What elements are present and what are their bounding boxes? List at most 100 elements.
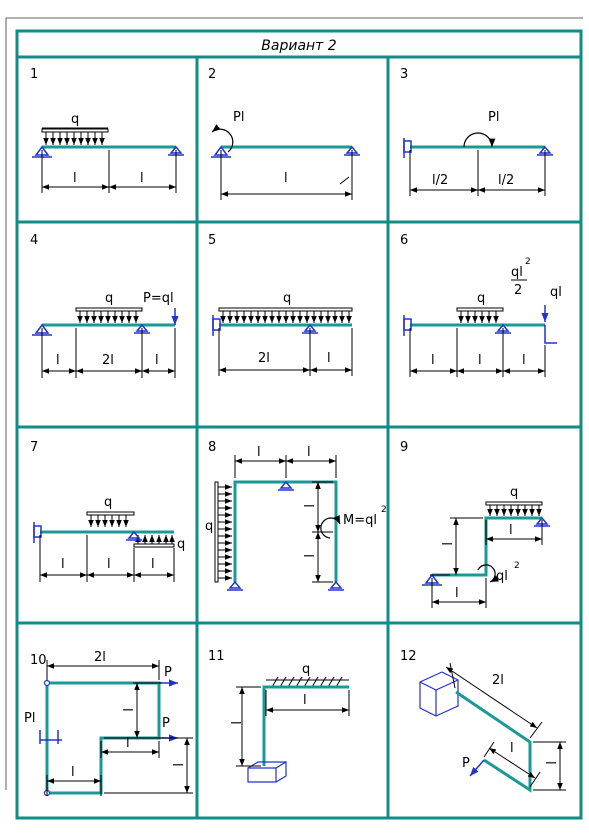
load-label: q	[477, 291, 485, 306]
scheme-number: 9	[400, 440, 408, 455]
dim-label: l	[227, 721, 242, 725]
load-label: q	[302, 662, 310, 677]
superscript: 2	[381, 505, 387, 515]
distributed-load	[41, 127, 109, 133]
fixed-support	[33, 522, 142, 543]
scheme-number: 10	[30, 653, 47, 668]
moment-label: M=ql	[343, 513, 377, 528]
frame-structure	[455, 690, 532, 793]
dimension	[409, 150, 546, 196]
dim-label: l	[284, 171, 288, 186]
force-label: P	[462, 756, 470, 771]
moment-label: ql	[496, 569, 508, 584]
dimension	[46, 682, 193, 796]
dim-label: l	[126, 736, 130, 751]
superscript: 2	[525, 257, 531, 267]
load-label: q	[205, 519, 213, 534]
dim-label: l	[522, 353, 526, 368]
scheme-number: 3	[400, 67, 408, 82]
load-label: q	[177, 537, 185, 552]
moment-arrow	[463, 132, 496, 148]
scheme-9: 9 q l l ql 2 l	[400, 440, 550, 608]
dimension	[41, 150, 177, 193]
dim-label: l	[151, 557, 155, 572]
dimension	[41, 328, 176, 378]
moment-label: ql	[511, 265, 523, 280]
force-label: ql	[550, 285, 562, 300]
dim-label: l	[73, 171, 77, 186]
scheme-8: 8 l l q l l M=ql 2	[205, 440, 387, 591]
frame-structure	[262, 685, 349, 766]
superscript: 2	[514, 561, 520, 571]
scheme-3: 3 Pl l/2 l/2	[400, 67, 553, 196]
scheme-2: 2 Pl l	[208, 67, 360, 200]
dim-label: 2l	[258, 351, 270, 366]
dim-label: l	[478, 353, 482, 368]
dimension	[409, 328, 546, 377]
dim-label: l	[155, 353, 159, 368]
scheme-12: 12 P 2l l l	[400, 649, 566, 793]
dim-label: l	[300, 504, 315, 508]
dimension	[445, 662, 566, 791]
scheme-number: 12	[400, 649, 417, 664]
denominator: 2	[514, 283, 522, 298]
dim-label: l	[257, 445, 261, 460]
frame-structure	[432, 516, 542, 577]
dimension	[39, 535, 175, 582]
dim-label: l	[61, 557, 65, 572]
moment-arrow	[39, 730, 62, 744]
scheme-number: 4	[30, 233, 38, 248]
fixed-support	[247, 760, 287, 783]
load-label: q	[510, 485, 518, 500]
dim-label: 2l	[492, 673, 504, 688]
scheme-7: 7 q q l l l	[30, 440, 185, 582]
dim-label: l	[431, 353, 435, 368]
moment-arrow	[320, 514, 341, 539]
dim-label: 2l	[102, 353, 114, 368]
scheme-number: 5	[208, 233, 216, 248]
dim-label: l	[455, 586, 459, 601]
moment-label: Pl	[233, 110, 244, 125]
dim-label: l	[307, 445, 311, 460]
variant-title: Вариант 2	[261, 38, 337, 54]
load-label: q	[105, 291, 113, 306]
dim-label: l	[327, 351, 331, 366]
moment-arrow	[211, 124, 234, 153]
scheme-number: 11	[208, 649, 225, 664]
dimension	[220, 150, 353, 200]
dimension	[430, 517, 543, 608]
dimension	[312, 481, 333, 583]
force-label: P=ql	[143, 291, 174, 306]
dimension	[46, 660, 160, 680]
dim-label: l	[56, 353, 60, 368]
scheme-number: 1	[30, 67, 38, 82]
moment-arrow	[544, 325, 557, 344]
dimension	[234, 455, 337, 478]
scheme-6: 6 ql 2 2 q ql l l l	[400, 233, 562, 377]
scheme-1: 1 q l l	[30, 67, 184, 193]
scheme-number: 6	[400, 233, 408, 248]
force-label: P	[162, 716, 170, 731]
dim-label: l	[140, 171, 144, 186]
load-label: q	[104, 495, 112, 510]
dim-label: l	[303, 693, 307, 708]
scheme-4: 4 q P=ql l 2l l	[30, 233, 179, 378]
scheme-number: 2	[208, 67, 216, 82]
dim-label: l	[510, 741, 514, 756]
dim-label: l	[542, 761, 557, 765]
moment-label: Pl	[24, 711, 35, 726]
scheme-number: 7	[30, 440, 38, 455]
dim-label: l	[438, 542, 453, 546]
dim-label: l	[509, 523, 513, 538]
scheme-11: 11 q l l	[208, 649, 350, 783]
dim-label: l	[71, 765, 75, 780]
dim-label: l	[119, 708, 134, 712]
dim-label: l	[169, 763, 184, 767]
dim-label: l	[107, 557, 111, 572]
scheme-number: 8	[208, 440, 216, 455]
frame	[15, 29, 583, 820]
dim-label: l/2	[432, 173, 448, 188]
dim-label: 2l	[94, 650, 106, 665]
load-label: q	[283, 291, 291, 306]
